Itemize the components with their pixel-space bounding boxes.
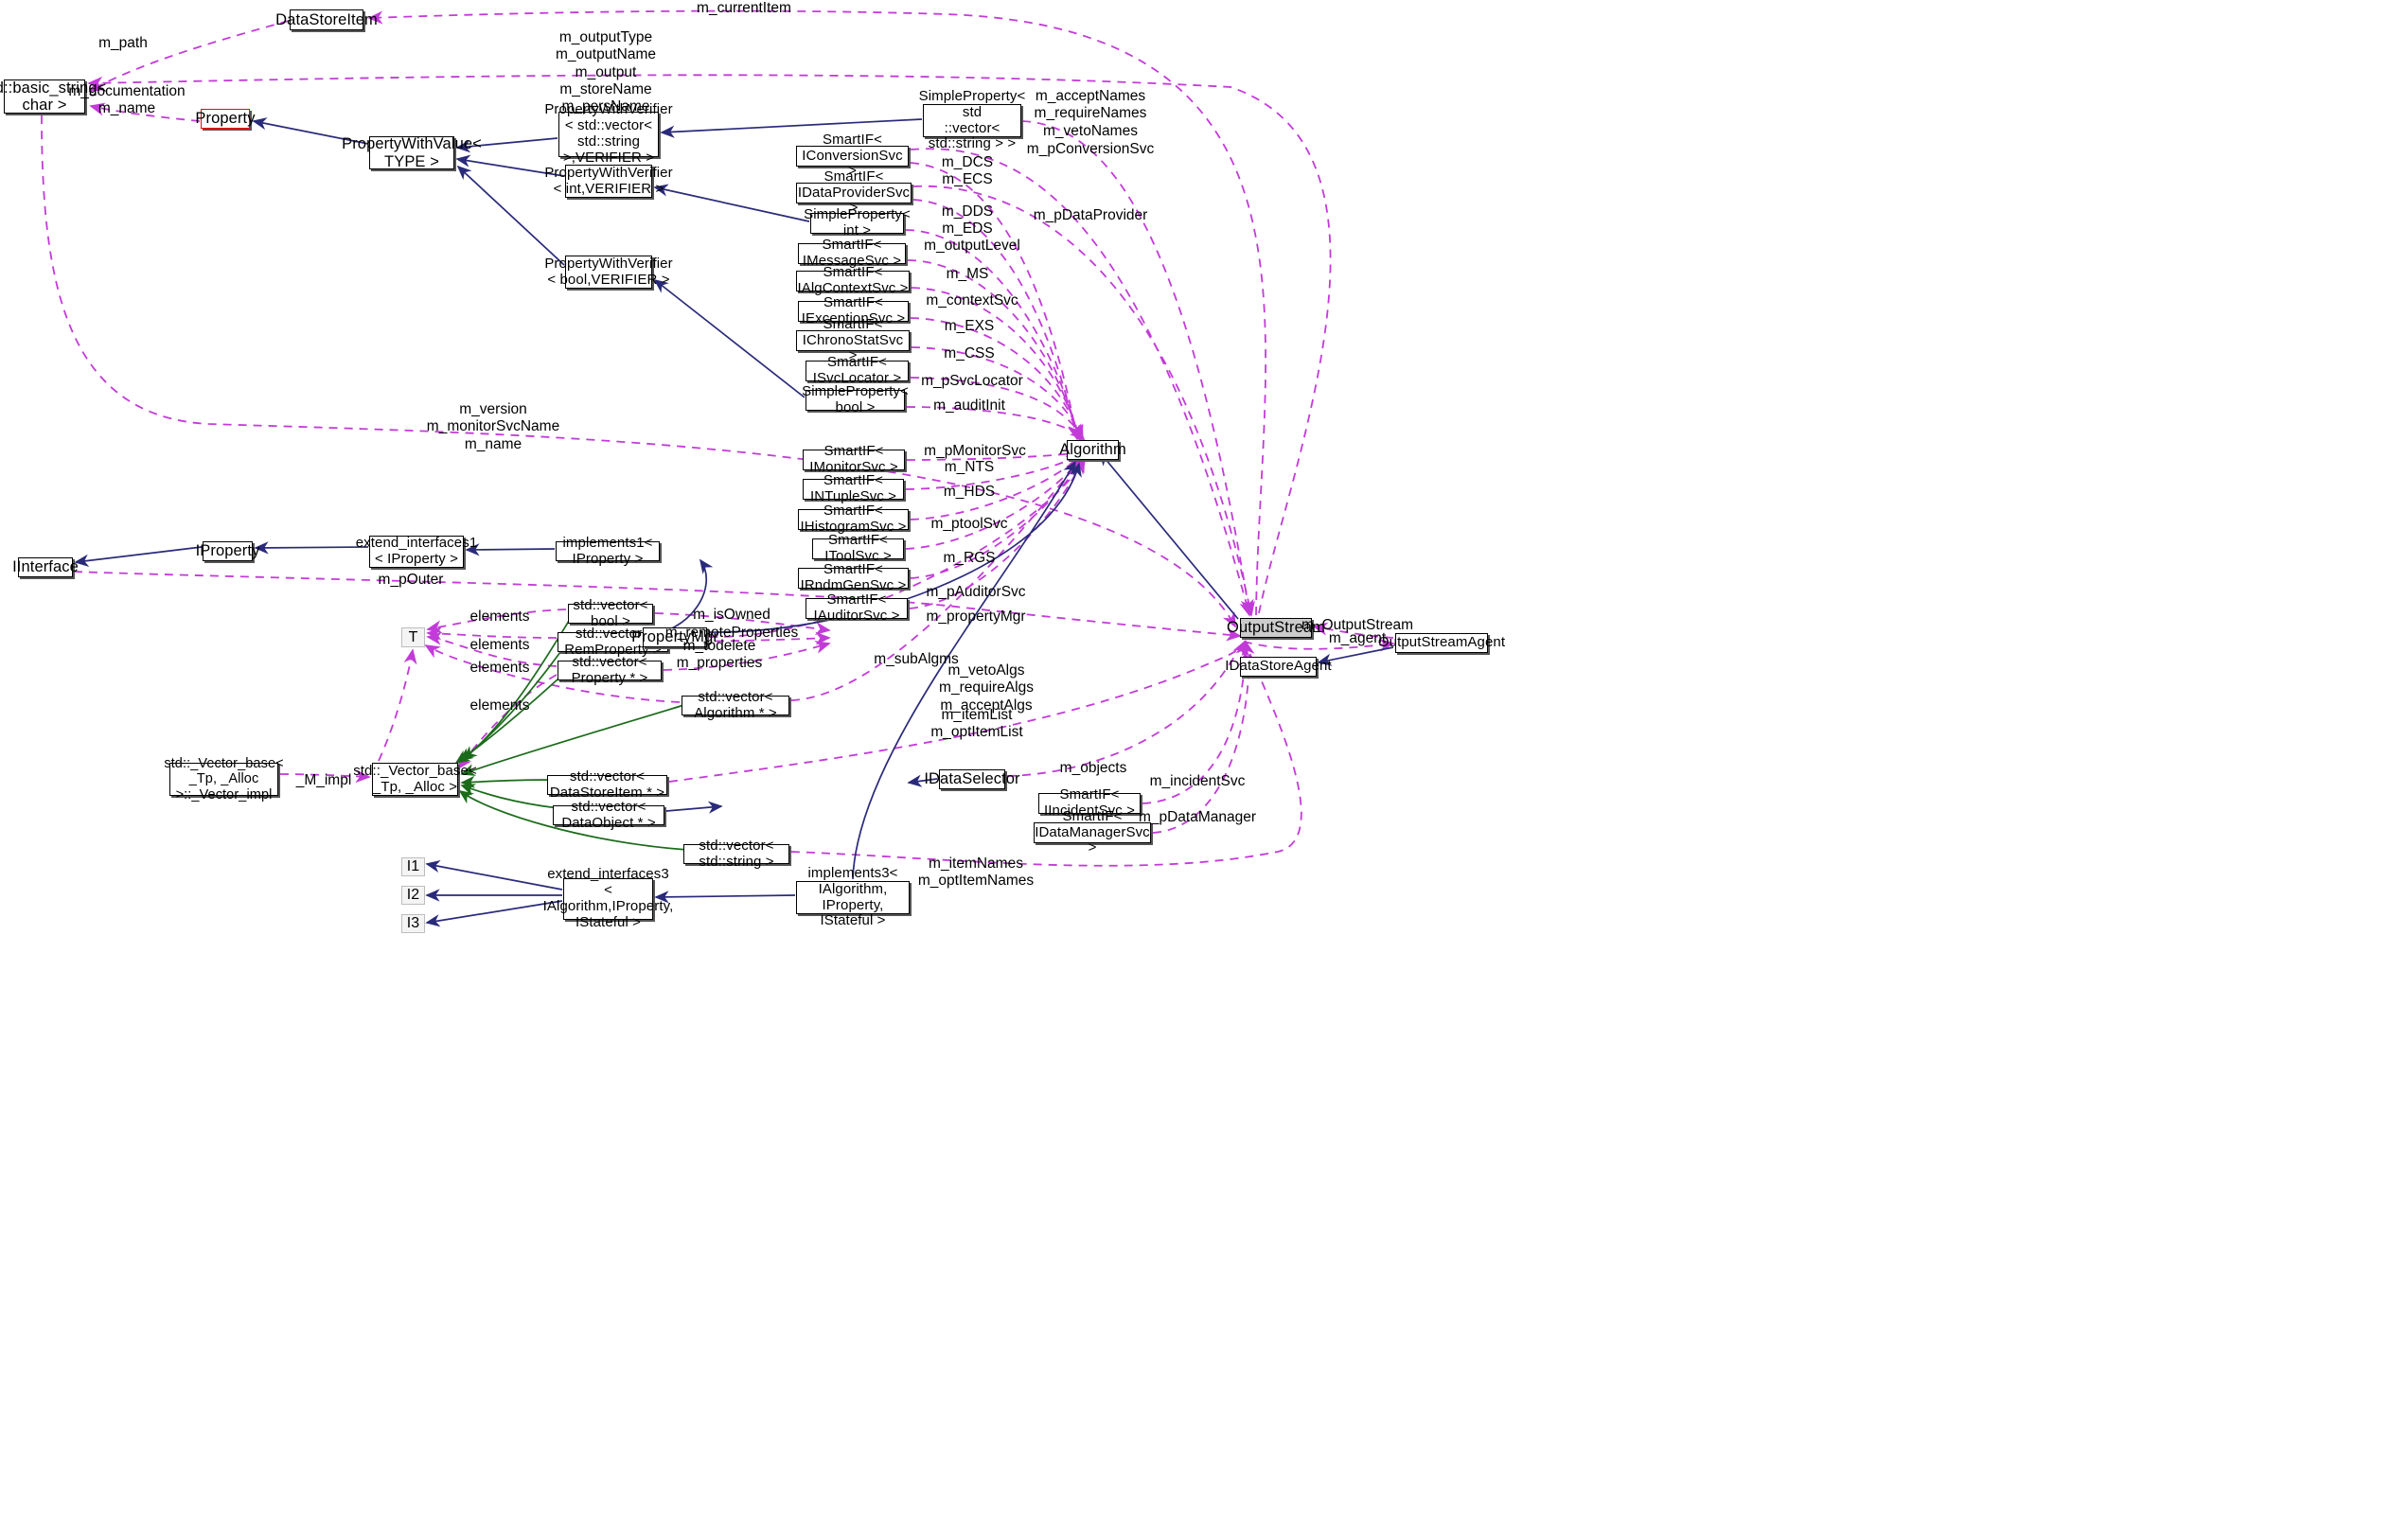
edge-label-subalgms: m_subAlgms xyxy=(874,651,959,667)
node-extend-interfaces1[interactable]: extend_interfaces1 < IProperty > xyxy=(355,535,478,568)
node-smartif-ihistogramsvc[interactable]: SmartIF< IHistogramSvc > xyxy=(798,503,909,535)
edge-label-objects: m_objects xyxy=(1059,760,1127,776)
edge-label-dcs-ecs: m_DCS m_ECS xyxy=(941,154,994,188)
node-outputstreamagent[interactable]: OutputStreamAgent xyxy=(1378,633,1505,653)
edge-label-version-group: m_version m_monitorSvcName m_name xyxy=(426,401,560,452)
edge-label-elements-3: elements xyxy=(469,660,530,676)
node-vector-algorithm-ptr[interactable]: std::vector< Algorithm * > xyxy=(682,689,789,720)
edge-label-veto-require-accept-algs: m_vetoAlgs m_requireAlgs m_acceptAlgs xyxy=(939,662,1034,714)
edge-label-css: m_CSS xyxy=(944,345,995,362)
edge-label-m-impl: _M_impl xyxy=(295,772,352,788)
edge-label-current-item: m_currentItem xyxy=(697,0,791,16)
edge-label-elements-4: elements xyxy=(469,697,530,714)
node-datastoreitem[interactable]: DataStoreItem xyxy=(275,9,378,30)
node-outputstream[interactable]: OutputStream xyxy=(1227,618,1325,638)
edge-label-exs: m_EXS xyxy=(944,318,995,334)
node-propertymgr[interactable]: PropertyMgr xyxy=(631,627,718,647)
edge-label-pconversionsvc: m_pConversionSvc xyxy=(1026,141,1155,157)
edge-label-agent: m_agent xyxy=(1328,630,1387,646)
edge-label-contextsvc: m_contextSvc xyxy=(926,292,1018,309)
edge-label-propertymgr: m_propertyMgr xyxy=(926,609,1026,625)
node-implements3[interactable]: implements3< IAlgorithm, IProperty, ISta… xyxy=(796,865,910,928)
edge-label-output-group: m_outputType m_outputName m_output m_sto… xyxy=(556,29,656,115)
edge-label-pouter: m_pOuter xyxy=(378,572,444,588)
edge-label-outputlevel: m_outputLevel xyxy=(924,238,1020,254)
edge-label-itemnames: m_itemNames m_optItemNames xyxy=(917,856,1035,890)
edge-label-outputstream: m_OutputStream xyxy=(1301,617,1414,633)
edge-label-remoteproperties: m_remoteProperties xyxy=(664,625,799,641)
node-smartif-isvclocator[interactable]: SmartIF< ISvcLocator > xyxy=(806,354,909,386)
node-vector-bool[interactable]: std::vector< bool > xyxy=(568,597,653,628)
edge-label-dds-eds: m_DDS m_EDS xyxy=(941,203,994,238)
edge-label-documentation: m_documentation m_name xyxy=(68,83,186,117)
node-vector-datastoreitem-ptr[interactable]: std::vector< DataStoreItem * > xyxy=(547,768,667,800)
node-smartif-idatamanagersvc[interactable]: SmartIF< IDataManagerSvc > xyxy=(1034,807,1151,856)
edge-label-accept-names: m_acceptNames m_requireNames m_vetoNames xyxy=(1034,88,1147,139)
node-simpleproperty-int[interactable]: SimpleProperty< int > xyxy=(804,206,911,238)
node-smartif-itoolsvc[interactable]: SmartIF< IToolSvc > xyxy=(812,532,904,564)
edge-label-psvclocator: m_pSvcLocator xyxy=(921,373,1023,389)
node-basic-string[interactable]: std::basic_string< char > xyxy=(0,79,107,114)
node-smartif-idataprovidersvc[interactable]: SmartIF< IDataProviderSvc > xyxy=(796,168,912,217)
edge-label-nts: m_NTS xyxy=(944,459,995,475)
edge-label-elements-2: elements xyxy=(469,637,530,653)
edge-label-ptoolsvc: m_ptoolSvc xyxy=(930,516,1008,532)
node-simpleproperty-vecstring[interactable]: SimpleProperty< std ::vector< std::strin… xyxy=(918,87,1026,152)
edge-label-isowned: m_isOwned xyxy=(693,607,770,623)
edge-label-ms: m_MS xyxy=(946,266,989,282)
node-algorithm[interactable]: Algorithm xyxy=(1059,440,1126,460)
node-template-param-i1[interactable]: I1 xyxy=(401,857,425,876)
edge-label-pdataprovider: m_pDataProvider xyxy=(1033,207,1148,223)
node-template-param-i2[interactable]: I2 xyxy=(401,886,425,905)
edge-label-path: m_path xyxy=(98,35,148,51)
edge-label-pauditorsvc: m_pAuditorSvc xyxy=(926,584,1026,600)
edge-label-itemlist: m_itemList m_optItemList xyxy=(930,707,1023,741)
node-smartif-intuplesvc[interactable]: SmartIF< INTupleSvc > xyxy=(803,472,904,504)
node-smartif-irndmgensvc[interactable]: SmartIF< IRndmGenSvc > xyxy=(798,561,909,593)
node-propertywithverifier-bool[interactable]: PropertyWithVerifier < bool,VERIFIER > xyxy=(544,255,673,289)
node-smartif-imonitorsvc[interactable]: SmartIF< IMonitorSvc > xyxy=(803,443,905,475)
edge-label-pdatamanager: m_pDataManager xyxy=(1138,809,1257,825)
node-smartif-imessagesvc[interactable]: SmartIF< IMessageSvc > xyxy=(798,237,906,269)
node-vector-base-impl[interactable]: std::_Vector_base< _Tp, _Alloc >::_Vecto… xyxy=(164,756,284,803)
edge-label-auditinit: m_auditInit xyxy=(933,397,1005,414)
node-smartif-iconversionsvc[interactable]: SmartIF< IConversionSvc > xyxy=(796,132,909,179)
node-vector-string[interactable]: std::vector< std::string > xyxy=(683,838,789,869)
edge-label-rgs: m_RGS xyxy=(943,550,996,566)
edge-label-incidentsvc: m_incidentSvc xyxy=(1149,773,1246,789)
node-vector-property-ptr[interactable]: std::vector< Property * > xyxy=(558,654,662,685)
node-iinterface[interactable]: IInterface xyxy=(12,557,79,577)
node-template-param-t[interactable]: T xyxy=(401,627,425,647)
node-propertywithverifier-int[interactable]: PropertyWithVerifier < int,VERIFIER > xyxy=(544,164,673,198)
node-property[interactable]: Property xyxy=(195,109,256,129)
node-propertywithvalue[interactable]: PropertyWithValue< TYPE > xyxy=(342,135,482,170)
edge-label-hds: m_HDS xyxy=(943,484,996,500)
node-iproperty[interactable]: IProperty xyxy=(195,541,260,561)
node-idatastoreagent[interactable]: IDataStoreAgent xyxy=(1225,657,1332,677)
node-propertywithverifier-vecstring[interactable]: PropertyWithVerifier < std::vector< std:… xyxy=(544,101,673,166)
node-smartif-ialgcontextsvc[interactable]: SmartIF< IAlgContextSvc > xyxy=(796,264,910,296)
edge-label-elements-1: elements xyxy=(469,609,530,625)
node-implements1[interactable]: implements1< IProperty > xyxy=(556,535,660,566)
node-vector-base[interactable]: std::_Vector_base< _Tp, _Alloc > xyxy=(353,762,477,796)
node-smartif-ichronostatsvc[interactable]: SmartIF< IChronoStatSvc > xyxy=(796,316,910,363)
node-extend-interfaces3[interactable]: extend_interfaces3 < IAlgorithm,IPropert… xyxy=(542,866,674,930)
node-smartif-iauditorsvc[interactable]: SmartIF< IAuditorSvc > xyxy=(806,591,908,624)
node-simpleproperty-bool[interactable]: SimpleProperty< bool > xyxy=(802,383,909,415)
edge-label-todelete-properties: m_todelete m_properties xyxy=(676,638,763,672)
node-idataselector[interactable]: IDataSelector xyxy=(924,769,1020,789)
edge-label-pmonitorsvc: m_pMonitorSvc xyxy=(924,443,1026,459)
node-vector-dataobject-ptr[interactable]: std::vector< DataObject * > xyxy=(553,799,664,830)
node-template-param-i3[interactable]: I3 xyxy=(401,914,425,933)
